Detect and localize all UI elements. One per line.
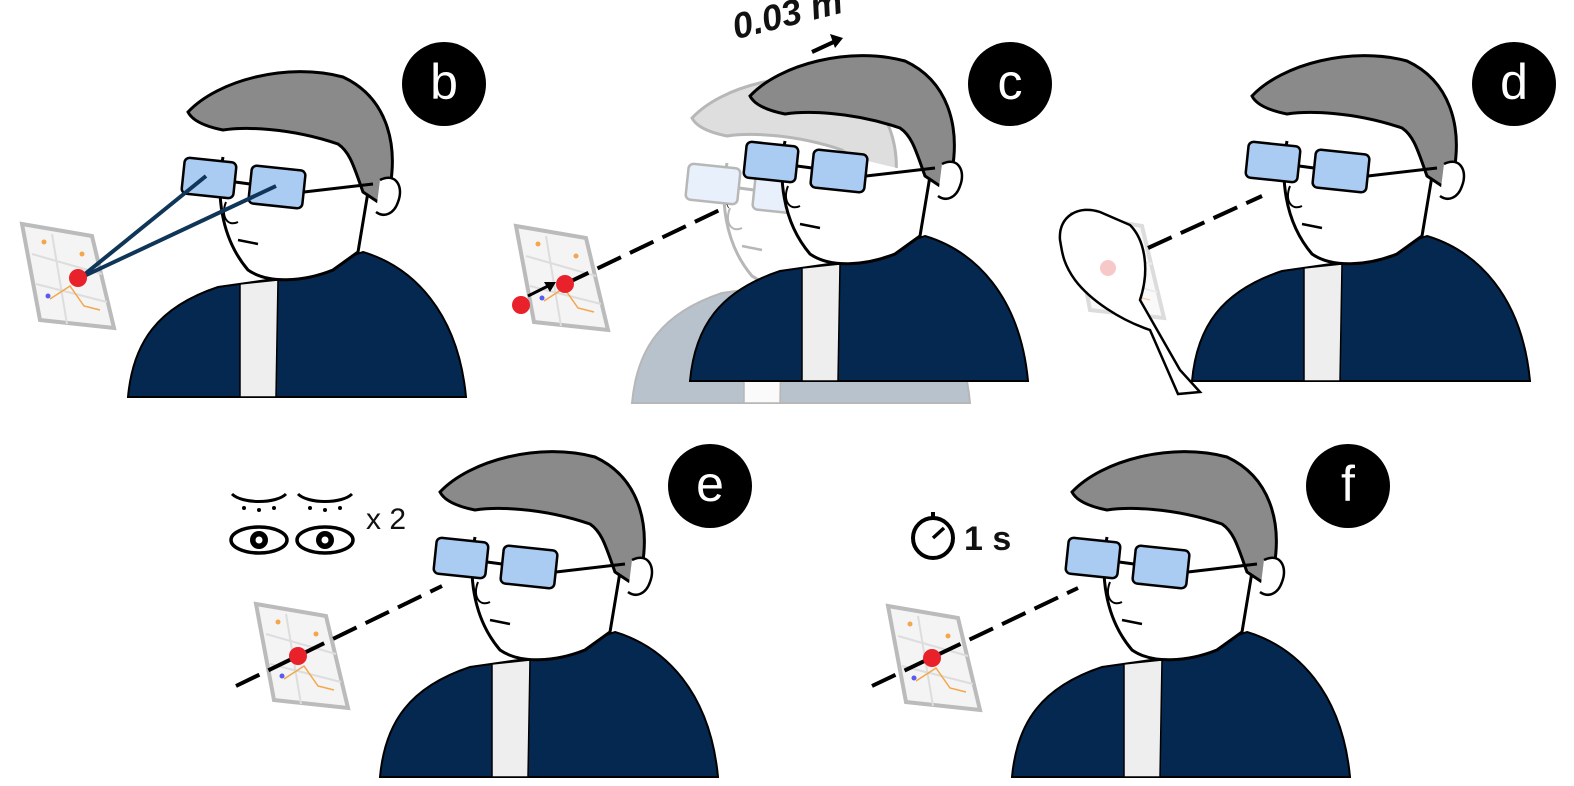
gaze-dot [1100, 260, 1116, 276]
open-eyes-icon [229, 525, 355, 555]
dashed-ray [235, 584, 443, 688]
panel-b [126, 70, 468, 399]
panel-label-f: f [1306, 444, 1390, 528]
gaze-dot [556, 275, 574, 293]
gaze-dot [289, 647, 307, 665]
dashed-ray [871, 586, 1079, 688]
gaze-ray-right [79, 184, 277, 280]
gaze-dot [69, 269, 87, 287]
stopwatch-icon [911, 512, 955, 560]
gaze-dot [512, 296, 530, 314]
gaze-ray-left [78, 174, 208, 280]
panel-b-tablet [20, 222, 116, 330]
dashed-ray [564, 204, 729, 286]
panel-label-b: b [402, 42, 486, 126]
panel-e [378, 450, 720, 779]
hand-icon [1058, 208, 1203, 396]
panel-label-c: c [968, 42, 1052, 126]
dashed-ray [1147, 194, 1263, 250]
panel-label-e: e [668, 444, 752, 528]
panel-f [1010, 450, 1352, 779]
closed-eyes-icon [230, 492, 354, 512]
panel-label-d: d [1472, 42, 1556, 126]
blink-count-label: x 2 [366, 503, 407, 536]
gaze-dot [923, 649, 941, 667]
dwell-duration-label: 1 s [964, 520, 1012, 558]
